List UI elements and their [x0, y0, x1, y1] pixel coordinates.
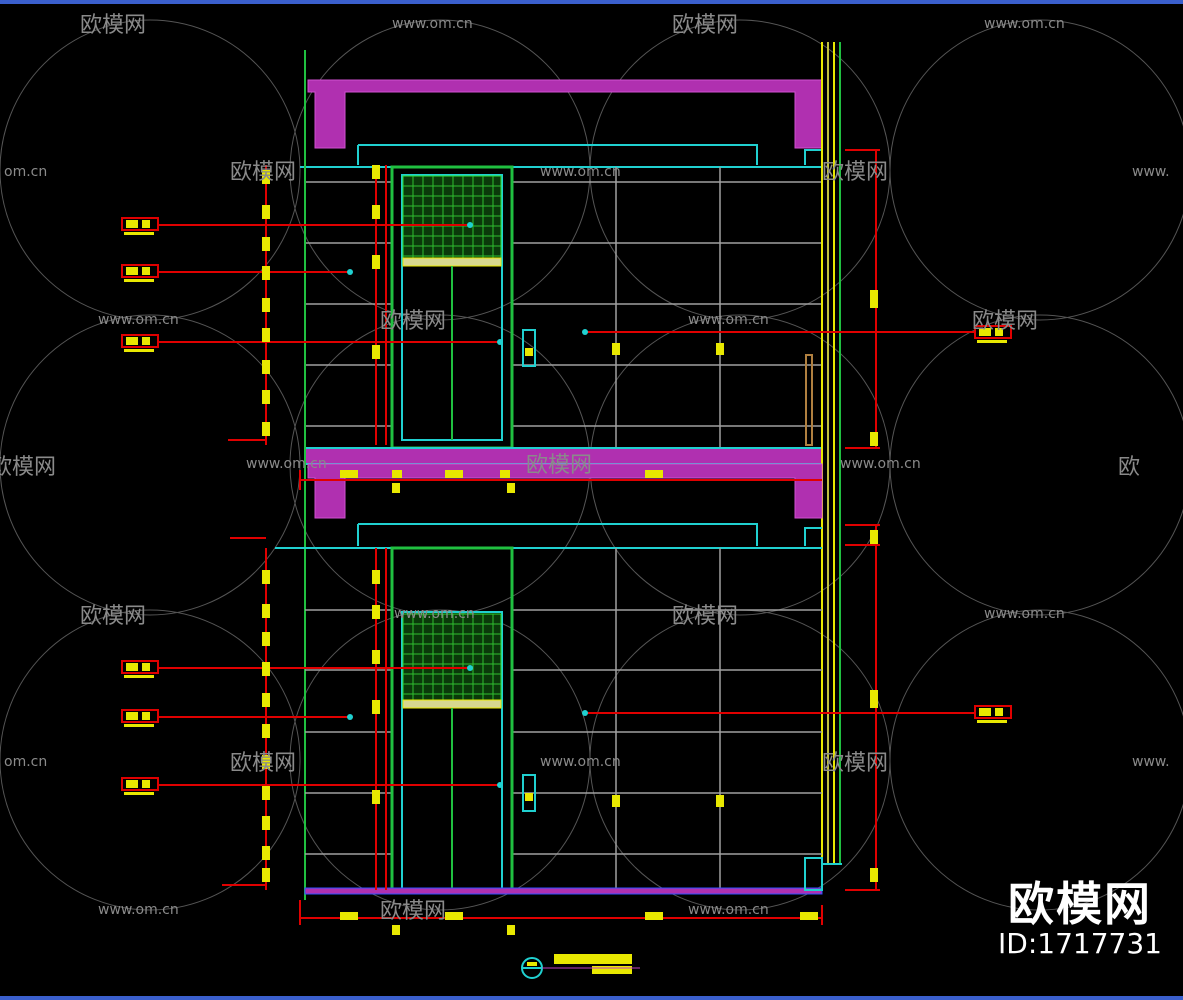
- watermark-logo: 欧模网: [672, 604, 738, 629]
- upper-glass-panel: [402, 175, 502, 267]
- watermark-logo: 欧模网: [80, 13, 146, 38]
- watermark-url: www.om.cn: [98, 902, 179, 918]
- watermark-url: www.om.cn: [984, 16, 1065, 32]
- drawing-title-symbol: [521, 954, 640, 979]
- watermark-url: om.cn: [4, 164, 47, 180]
- brand-watermark: 欧模网 ID:1717731: [998, 880, 1162, 960]
- material-tags: [121, 217, 1012, 795]
- brand-id: ID:1717731: [998, 927, 1162, 960]
- watermark-logo: 欧模网: [230, 751, 296, 776]
- watermark-url: www.om.cn: [392, 16, 473, 32]
- watermark-url: www.: [1132, 164, 1170, 180]
- lower-glass-panel: [402, 613, 502, 709]
- watermark-url: www.om.cn: [98, 312, 179, 328]
- watermark-url: www.om.cn: [540, 754, 621, 770]
- lower-floor-band: [304, 887, 823, 895]
- watermark-logo: 欧模网: [0, 455, 56, 480]
- watermark-url: www.: [1132, 754, 1170, 770]
- dimension-ticks: [262, 165, 878, 935]
- watermark-logo: 欧模网: [672, 13, 738, 38]
- watermark-logo: 欧模网: [972, 309, 1038, 334]
- watermark-url: www.om.cn: [688, 902, 769, 918]
- watermark-url: om.cn: [4, 754, 47, 770]
- upper-bulkhead: [357, 144, 758, 165]
- upper-elevation: [300, 50, 823, 900]
- dimension-lines: [155, 149, 975, 925]
- watermark-logo: 欧模网: [380, 309, 446, 334]
- brand-name: 欧模网: [1007, 877, 1152, 931]
- watermark-logo: 欧模网: [526, 453, 592, 478]
- watermark-logo: 欧模网: [822, 160, 888, 185]
- watermark-logo: 欧模网: [822, 751, 888, 776]
- watermark-circles: [0, 19, 1183, 911]
- watermark-url: www.om.cn: [540, 164, 621, 180]
- watermark-logo: 欧模网: [80, 604, 146, 629]
- watermark-url: www.om.cn: [394, 606, 475, 622]
- watermark-logo: 欧: [1118, 455, 1140, 480]
- upper-ceiling-soffit: [307, 79, 823, 149]
- watermark-url: www.om.cn: [688, 312, 769, 328]
- watermarks: 欧模网 www.om.cn 欧模网 www.om.cn om.cn 欧模网 ww…: [0, 13, 1170, 924]
- watermark-logo: 欧模网: [380, 899, 446, 924]
- watermark-url: www.om.cn: [840, 456, 921, 472]
- wall-section: [821, 42, 841, 865]
- watermark-url: www.om.cn: [246, 456, 327, 472]
- lower-elevation: [275, 463, 842, 895]
- watermark-logo: 欧模网: [230, 160, 296, 185]
- watermark-url: www.om.cn: [984, 606, 1065, 622]
